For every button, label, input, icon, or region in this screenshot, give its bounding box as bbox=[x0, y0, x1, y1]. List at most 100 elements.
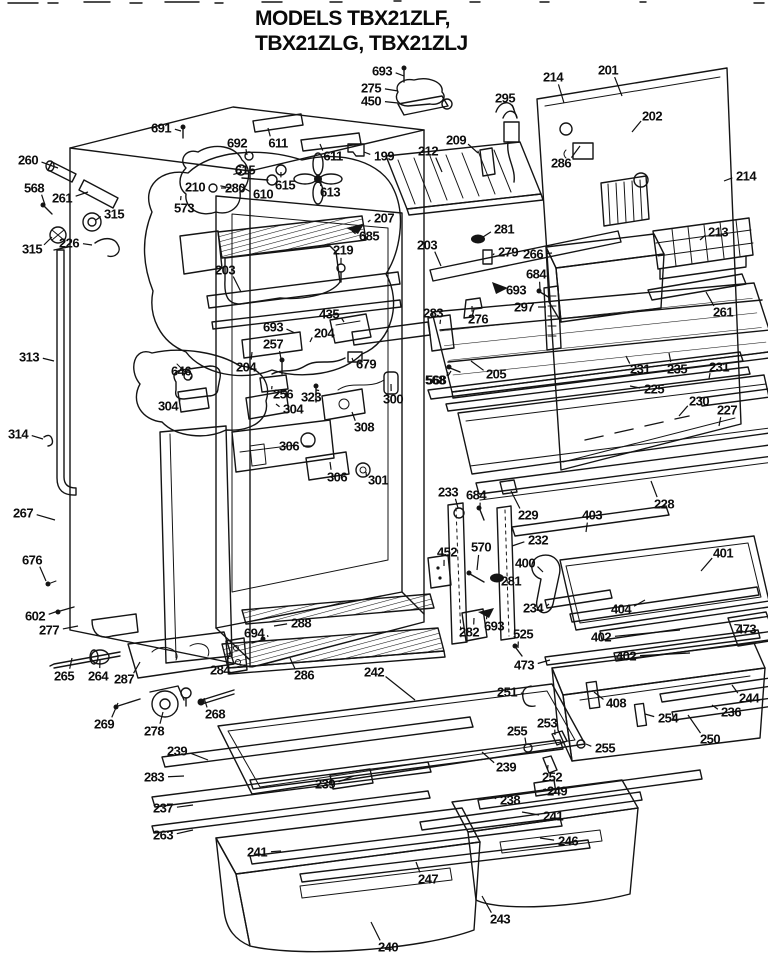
part-callout-473: 473 bbox=[736, 621, 756, 637]
part-callout-252: 252 bbox=[542, 769, 562, 785]
part-callout-255: 255 bbox=[595, 740, 615, 756]
part-callout-693: 693 bbox=[506, 282, 526, 298]
part-callout-282: 282 bbox=[459, 624, 479, 640]
part-callout-280: 280 bbox=[225, 180, 245, 196]
diagram-title: MODELS TBX21ZLF, TBX21ZLG, TBX21ZLJ bbox=[255, 6, 468, 56]
part-callout-602: 602 bbox=[25, 608, 45, 624]
part-callout-300: 300 bbox=[383, 391, 403, 407]
part-callout-203: 203 bbox=[215, 262, 235, 278]
part-callout-249: 249 bbox=[547, 783, 567, 799]
part-callout-694: 694 bbox=[244, 625, 264, 641]
fan-motor-assembly bbox=[180, 114, 621, 329]
part-callout-261: 261 bbox=[52, 190, 72, 206]
scan-artifacts bbox=[8, 1, 764, 3]
part-callout-214: 214 bbox=[736, 168, 756, 184]
part-callout-250: 250 bbox=[700, 731, 720, 747]
part-callout-610: 610 bbox=[253, 186, 273, 202]
part-callout-257: 257 bbox=[263, 336, 283, 352]
part-callout-226: 226 bbox=[59, 235, 79, 251]
part-callout-234: 234 bbox=[523, 600, 543, 616]
part-callout-239: 239 bbox=[315, 776, 335, 792]
part-callout-230: 230 bbox=[689, 393, 709, 409]
part-callout-268: 268 bbox=[205, 706, 225, 722]
part-callout-404: 404 bbox=[611, 601, 631, 617]
part-callout-203: 203 bbox=[417, 237, 437, 253]
part-callout-691: 691 bbox=[151, 120, 171, 136]
diagram-title-line2: TBX21ZLG, TBX21ZLJ bbox=[255, 32, 468, 55]
part-callout-199: 199 bbox=[374, 148, 394, 164]
part-callout-615: 615 bbox=[275, 177, 295, 193]
part-callout-286: 286 bbox=[551, 155, 571, 171]
part-callout-256: 256 bbox=[273, 386, 293, 402]
part-callout-209: 209 bbox=[446, 132, 466, 148]
part-callout-323: 323 bbox=[301, 389, 321, 405]
part-callout-237: 237 bbox=[153, 800, 173, 816]
part-callout-284: 284 bbox=[210, 662, 230, 678]
part-callout-253: 253 bbox=[537, 715, 557, 731]
part-callout-201: 201 bbox=[598, 62, 618, 78]
part-callout-213: 213 bbox=[708, 224, 728, 240]
part-callout-228: 228 bbox=[654, 496, 674, 512]
part-callout-402: 402 bbox=[591, 629, 611, 645]
part-callout-261: 261 bbox=[713, 304, 733, 320]
part-callout-525: 525 bbox=[513, 626, 533, 642]
part-callout-679: 679 bbox=[356, 356, 376, 372]
part-callout-244: 244 bbox=[739, 690, 759, 706]
part-callout-241: 241 bbox=[247, 844, 267, 860]
part-callout-204: 204 bbox=[236, 359, 256, 375]
part-callout-232: 232 bbox=[528, 532, 548, 548]
part-callout-692: 692 bbox=[227, 135, 247, 151]
part-callout-473: 473 bbox=[514, 657, 534, 673]
part-callout-239: 239 bbox=[167, 743, 187, 759]
part-callout-570: 570 bbox=[471, 539, 491, 555]
part-callout-573: 573 bbox=[174, 200, 194, 216]
part-callout-247: 247 bbox=[418, 871, 438, 887]
part-callout-452: 452 bbox=[437, 544, 457, 560]
part-callout-308: 308 bbox=[354, 419, 374, 435]
part-callout-693: 693 bbox=[484, 618, 504, 634]
part-callout-263: 263 bbox=[153, 827, 173, 843]
part-callout-646: 646 bbox=[171, 363, 191, 379]
part-callout-212: 212 bbox=[418, 143, 438, 159]
part-callout-401: 401 bbox=[713, 545, 733, 561]
part-callout-693: 693 bbox=[372, 63, 392, 79]
part-callout-306: 306 bbox=[327, 469, 347, 485]
part-callout-684: 684 bbox=[466, 487, 486, 503]
part-callout-275: 275 bbox=[361, 80, 381, 96]
wire-shelf bbox=[428, 283, 768, 398]
part-callout-266: 266 bbox=[523, 246, 543, 262]
part-callout-676: 676 bbox=[22, 552, 42, 568]
part-callout-304: 304 bbox=[158, 398, 178, 414]
part-callout-295: 295 bbox=[495, 90, 515, 106]
part-callout-231: 231 bbox=[709, 359, 729, 375]
part-callout-205: 205 bbox=[486, 366, 506, 382]
part-callout-243: 243 bbox=[490, 911, 510, 927]
part-callout-297: 297 bbox=[514, 299, 534, 315]
part-callout-264: 264 bbox=[88, 668, 108, 684]
part-callout-260: 260 bbox=[18, 152, 38, 168]
part-callout-229: 229 bbox=[518, 507, 538, 523]
part-callout-214: 214 bbox=[543, 69, 563, 85]
part-callout-403: 403 bbox=[582, 507, 602, 523]
part-callout-304: 304 bbox=[283, 401, 303, 417]
part-callout-276: 276 bbox=[468, 311, 488, 327]
part-callout-242: 242 bbox=[364, 664, 384, 680]
part-callout-254: 254 bbox=[658, 710, 678, 726]
part-callout-693: 693 bbox=[263, 319, 283, 335]
part-callout-315: 315 bbox=[104, 206, 124, 222]
part-callout-240: 240 bbox=[378, 939, 398, 955]
part-callout-611: 611 bbox=[268, 135, 288, 151]
upper-glass-shelf bbox=[428, 352, 768, 520]
part-callout-400: 400 bbox=[515, 555, 535, 571]
part-callout-685: 685 bbox=[359, 228, 379, 244]
part-callout-286: 286 bbox=[294, 667, 314, 683]
part-callout-408: 408 bbox=[606, 695, 626, 711]
part-callout-238: 238 bbox=[500, 792, 520, 808]
part-callout-235: 235 bbox=[667, 361, 687, 377]
part-callout-277: 277 bbox=[39, 622, 59, 638]
part-callout-265: 265 bbox=[54, 668, 74, 684]
part-callout-251: 251 bbox=[497, 684, 517, 700]
part-callout-267: 267 bbox=[13, 505, 33, 521]
part-callout-613: 613 bbox=[320, 184, 340, 200]
